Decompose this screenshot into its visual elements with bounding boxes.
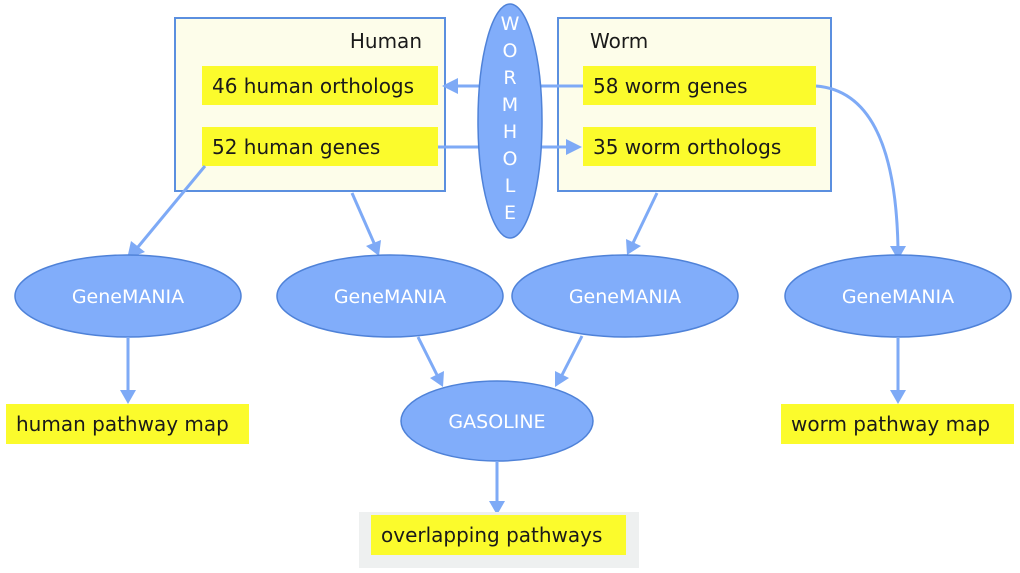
arrowhead-icon [626,239,641,255]
edge-human-genes-to-genemania-1 [136,165,207,248]
arrowhead-icon [430,371,444,387]
human-pathway-map-box [6,404,249,444]
worm-genes-label: 58 worm genes [593,74,748,98]
genemania-4-node[interactable]: GeneMANIA [784,254,1012,338]
wormhole-ellipse [477,3,543,239]
edge-human-group-to-genemania-2 [350,192,376,244]
overlapping-pathways-box [371,515,626,555]
worm-orthologs-node[interactable]: 35 worm orthologs [583,127,816,166]
genemania-3-label: GeneMANIA [569,286,681,308]
human-pathway-map-label: human pathway map [16,412,229,436]
genemania-1-label: GeneMANIA [72,286,184,308]
human-genes-label: 52 human genes [212,135,380,159]
gasoline-node[interactable]: GASOLINE [400,380,594,462]
human-pathway-map-node[interactable]: human pathway map [6,404,249,444]
edge-worm-genes-to-genemania-4 [815,84,900,249]
arrowhead-icon [442,78,458,94]
arrowhead-icon [566,139,582,155]
worm-orthologs-box [583,127,816,166]
edge-worm-group-to-genemania-3 [631,192,659,244]
edge-genemania-2-to-gasoline [416,336,439,376]
arrowhead-icon [890,246,906,260]
arrowhead-icon [489,501,505,515]
wormhole-letter: O [503,148,518,170]
human-genes-box [202,127,438,166]
genemania-2-label: GeneMANIA [334,286,446,308]
worm-group-title: Worm [590,29,648,53]
overlapping-pathways-node[interactable]: overlapping pathways [359,512,639,568]
genemania-3-node[interactable]: GeneMANIA [511,254,739,338]
worm-genes-box [583,66,816,105]
wormhole-letter: W [501,13,520,35]
genemania-3-ellipse [511,254,739,338]
wormhole-letter: R [503,67,516,89]
arrowhead-icon [366,240,381,256]
worm-pathway-map-box [781,404,1014,444]
arrowhead-icon [120,390,136,404]
worm-genes-node[interactable]: 58 worm genes [583,66,816,105]
worm-orthologs-label: 35 worm orthologs [593,135,781,159]
worm-pathway-map-label: worm pathway map [791,412,990,436]
wormhole-letter: H [503,121,517,143]
human-orthologs-node[interactable]: 46 human orthologs [202,66,438,105]
human-orthologs-box [202,66,438,105]
wormhole-letter: M [502,94,518,116]
gasoline-label: GASOLINE [448,411,545,433]
wormhole-letter: L [505,175,516,197]
arrowhead-icon [555,371,569,387]
arrowhead-icon [890,390,906,404]
human-group-title: Human [350,29,422,53]
genemania-4-label: GeneMANIA [842,286,954,308]
genemania-2-ellipse [276,254,504,338]
genemania-1-node[interactable]: GeneMANIA [14,254,242,338]
edge-genemania-3-to-gasoline [560,335,584,376]
human-orthologs-label: 46 human orthologs [212,74,414,98]
wormhole-letter: O [503,40,518,62]
worm-pathway-map-node[interactable]: worm pathway map [781,404,1014,444]
wormhole-letter: E [504,202,516,224]
human-genes-node[interactable]: 52 human genes [202,127,438,166]
genemania-2-node[interactable]: GeneMANIA [276,254,504,338]
overlapping-pathways-label: overlapping pathways [381,523,602,547]
